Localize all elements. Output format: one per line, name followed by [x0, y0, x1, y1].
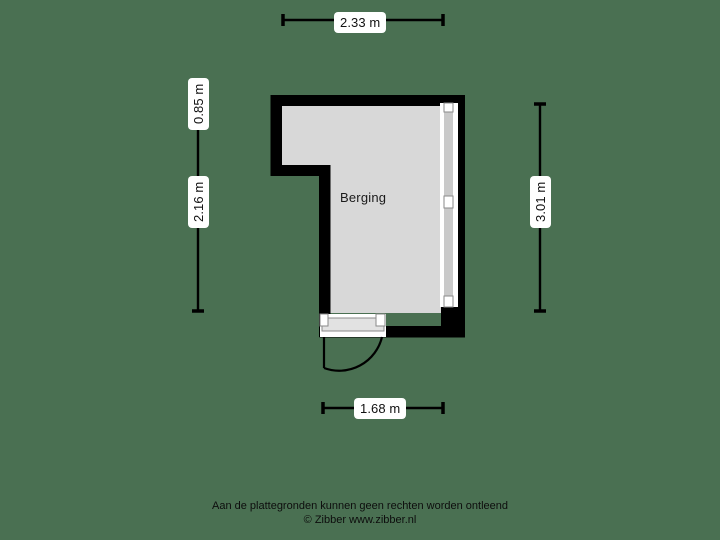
door-jamb-right — [375, 313, 386, 327]
wall-band-right — [455, 96, 464, 316]
window-right-wall — [440, 102, 458, 308]
dimension-label-top: 2.33 m — [334, 12, 387, 33]
wall-band-top — [272, 96, 464, 106]
footer-line-1: Aan de plattegronden kunnen geen rechten… — [211, 500, 508, 512]
dimension-label-bottom: 1.68 m — [354, 398, 407, 419]
footer-line-2: © Zibber www.zibber.nl — [303, 513, 417, 526]
wall-band-notch — [272, 165, 330, 176]
footer-disclaimer: Aan de plattegronden kunnen geen rechten… — [0, 500, 720, 528]
wall-band-left-upper — [272, 96, 282, 175]
door-swing-arc — [323, 336, 384, 372]
door-jamb-left — [319, 313, 329, 327]
window-mullion-bottom — [443, 295, 454, 308]
dimension-label-left-upper: 0.85 m — [188, 77, 209, 130]
wall-band-bottom — [319, 326, 464, 337]
window-mullion-middle — [443, 195, 454, 209]
wall-band-left-lower — [319, 165, 330, 337]
dimension-label-right: 3.01 m — [530, 175, 551, 228]
dimension-label-left-lower: 2.16 m — [188, 175, 209, 228]
room-floor-fill — [281, 105, 455, 313]
door-bottom-wall — [319, 313, 386, 372]
window-mullion-top — [443, 102, 454, 113]
room-label-berging: Berging — [340, 190, 387, 205]
door-leaf-track — [321, 317, 385, 332]
